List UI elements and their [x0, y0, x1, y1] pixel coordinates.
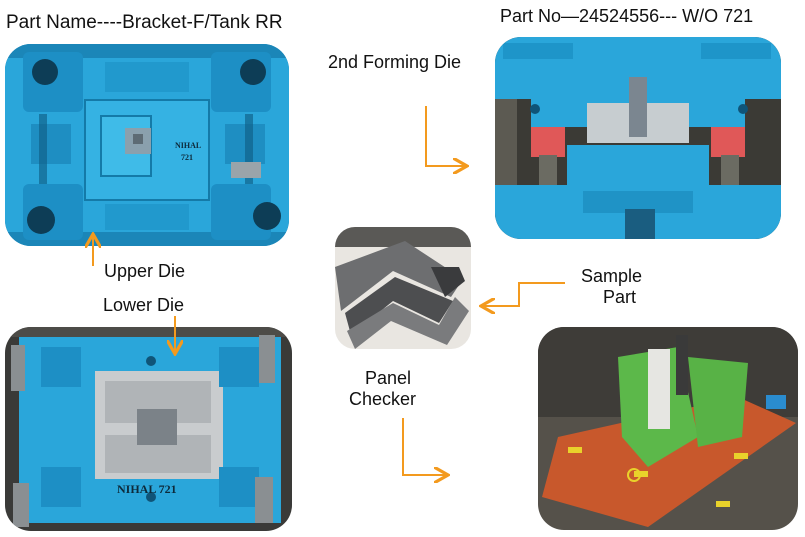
- sample-part-arrow: [483, 282, 565, 306]
- forming-die-arrow: [425, 106, 465, 166]
- panel-checker-photo: [538, 327, 798, 530]
- panel-checker-label: Panel Checker: [349, 368, 416, 409]
- forming-die-label: 2nd Forming Die: [328, 52, 462, 72]
- upper-die-photo: NIHAL 721: [5, 44, 289, 246]
- sample-part-label-line-1: Sample: [581, 266, 643, 286]
- upper-die-mark-1: NIHAL: [175, 141, 201, 150]
- panel-checker-label-line-2: Checker: [349, 388, 417, 409]
- panel-checker-label-line-1: Panel: [365, 368, 412, 388]
- part-number-title: Part No—24524556--- W/O 721: [500, 6, 754, 26]
- upper-die-mark-2: 721: [181, 153, 193, 162]
- lower-die-label: Lower Die: [103, 295, 185, 315]
- lower-die-mark: NIHAL 721: [117, 482, 177, 496]
- sample-part-label-line-2: Part: [603, 286, 637, 307]
- forming-die-photo: [495, 37, 781, 239]
- part-name-title: Part Name----Bracket-F/Tank RR: [6, 12, 283, 33]
- lower-die-photo: NIHAL 721: [5, 327, 292, 531]
- upper-die-label: Upper Die: [104, 261, 186, 281]
- panel-checker-arrow: [402, 418, 446, 475]
- sample-part-photo: [335, 227, 471, 349]
- sample-part-label: Sample Part: [581, 266, 642, 307]
